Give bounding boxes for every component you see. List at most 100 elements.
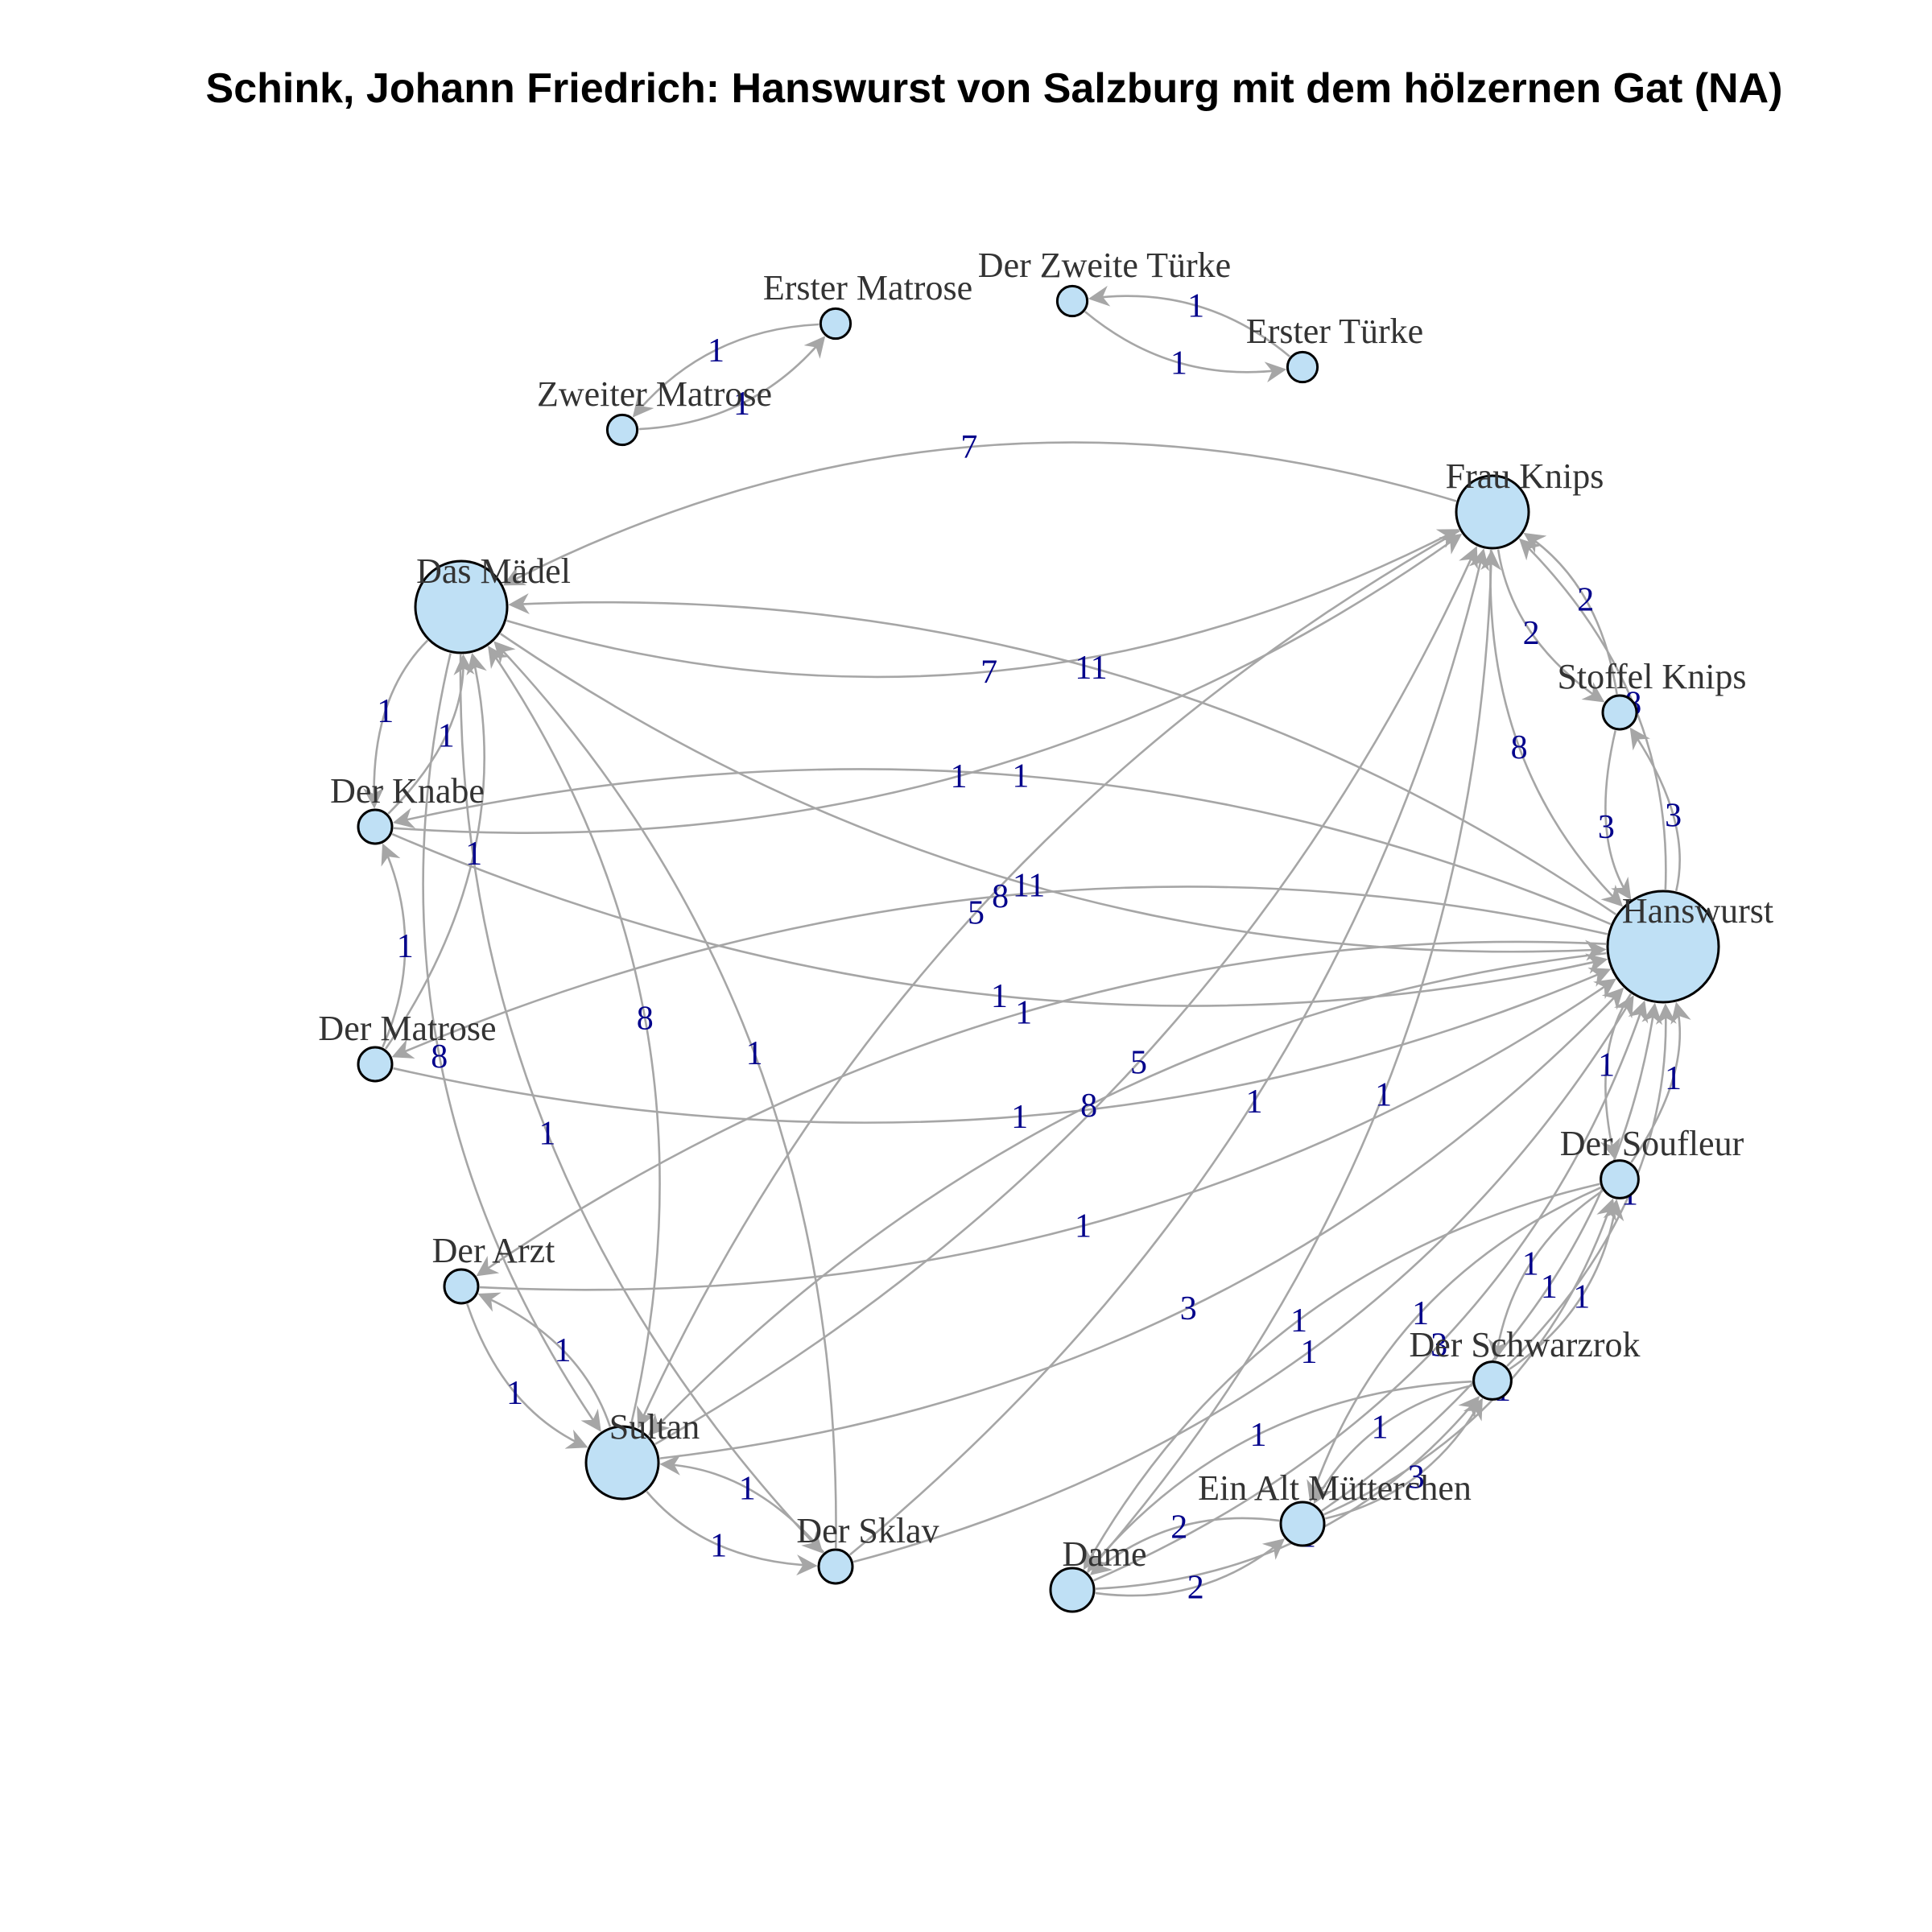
node-stoffel-knips xyxy=(1601,694,1638,731)
edge-das_madel-to-frau_knips xyxy=(506,529,1459,679)
edge-label: 1 xyxy=(377,693,394,730)
edge-label: 1 xyxy=(733,386,750,423)
edge-label: 3 xyxy=(1598,809,1615,846)
edge-label: 1 xyxy=(1012,758,1029,795)
edge-label: 1 xyxy=(739,1470,756,1507)
node-frau-knips xyxy=(1455,474,1530,550)
edge-sultan-to-frau_knips xyxy=(654,546,1478,1445)
edge-label: 7 xyxy=(980,654,997,691)
edge-label: 7 xyxy=(960,429,977,466)
edge-label: 1 xyxy=(438,717,455,754)
node-der-schwarzrok xyxy=(1472,1360,1513,1401)
edge-hanswurst-to-der_matrose xyxy=(391,886,1608,1059)
edge-sultan-to-hanswurst xyxy=(659,987,1624,1459)
edge-der_sklav-to-sultan xyxy=(659,1454,825,1554)
edge-label: 1 xyxy=(1170,345,1187,382)
node-label-ein-alt: Ein Alt Mütterchen xyxy=(1198,1468,1472,1508)
node-label-der-arzt: Der Arzt xyxy=(432,1231,555,1270)
edge-label: 2 xyxy=(1170,1509,1187,1546)
edge-label: 8 xyxy=(637,1001,654,1038)
node-label-das-madel: Das Mädel xyxy=(416,551,571,591)
edge-label: 1 xyxy=(1522,1245,1539,1282)
edge-frau_knips-to-das_madel xyxy=(502,441,1457,586)
edge-label: 1 xyxy=(1301,1334,1318,1371)
node-der-zweite-turke xyxy=(1055,284,1089,318)
edge-der_schwarzrok-to-der_soufleur xyxy=(1509,1199,1624,1370)
edge-zweiter_matrose-to-erster_matrose xyxy=(638,336,826,431)
edge-label: 1 xyxy=(1598,1047,1615,1084)
node-label-zweiter-matrose: Zweiter Matrose xyxy=(537,374,772,414)
edge-label: 1 xyxy=(1075,1208,1092,1245)
node-label-erster-turke: Erster Türke xyxy=(1246,312,1423,351)
edge-das_madel-to-der_knabe xyxy=(363,639,429,809)
edge-label: 1 xyxy=(1573,1279,1590,1316)
node-label-der-soufleur: Der Soufleur xyxy=(1560,1124,1744,1163)
edge-label: 1 xyxy=(710,1527,727,1564)
node-der-matrose xyxy=(357,1046,394,1083)
edge-der_sklav-to-frau_knips xyxy=(848,548,1489,1556)
edge-der_soufleur-to-ein_alt xyxy=(1307,1186,1602,1503)
node-label-der-matrose: Der Matrose xyxy=(318,1009,496,1048)
node-label-sultan: Sultan xyxy=(609,1407,700,1447)
edge-dame-to-hanswurst xyxy=(1093,1000,1649,1582)
edge-label: 2 xyxy=(1577,581,1594,618)
edge-der_arzt-to-sultan xyxy=(466,1303,588,1449)
node-label-frau-knips: Frau Knips xyxy=(1446,456,1604,496)
edge-label: 1 xyxy=(1245,1084,1262,1121)
edge-hanswurst-to-der_arzt xyxy=(476,940,1607,1277)
edge-der_knabe-to-hanswurst xyxy=(391,832,1608,1007)
edge-frau_knips-to-stoffel_knips xyxy=(1496,549,1605,703)
edge-der_matrose-to-der_knabe xyxy=(381,843,407,1048)
edge-label: 1 xyxy=(991,978,1008,1015)
edge-der_schwarzrok-to-ein_alt xyxy=(1313,1384,1473,1505)
edge-der_knabe-to-das_madel xyxy=(387,654,475,815)
edge-label: 1 xyxy=(1290,1302,1307,1340)
edge-label: 5 xyxy=(1130,1045,1147,1082)
edge-label: 3 xyxy=(1408,1459,1425,1496)
edge-das_madel-to-hanswurst xyxy=(500,633,1607,961)
node-label-erster-matrose: Erster Matrose xyxy=(763,268,972,308)
edge-label: 3 xyxy=(1430,1327,1447,1364)
edge-der_soufleur-to-der_schwarzrok xyxy=(1488,1190,1604,1361)
edge-erster_turke-to-der_zweite_turke xyxy=(1088,285,1290,357)
edge-label: 3 xyxy=(1180,1290,1197,1327)
edge-hanswurst-to-sultan xyxy=(648,952,1607,1436)
edge-label: 1 xyxy=(539,1115,555,1152)
edge-label: 1 xyxy=(1375,1077,1392,1114)
edge-label: 1 xyxy=(1665,1060,1682,1097)
edge-der_soufleur-to-dame xyxy=(1083,1183,1600,1571)
edge-label: 1 xyxy=(506,1375,523,1412)
edge-label: 1 xyxy=(397,928,414,965)
node-zweiter-matrose xyxy=(605,413,639,447)
edge-label: 8 xyxy=(1511,729,1528,766)
edge-hanswurst-to-das_madel xyxy=(508,592,1617,916)
node-label-hanswurst: Hanswurst xyxy=(1622,891,1773,931)
node-dame xyxy=(1049,1567,1096,1613)
edge-stoffel_knips-to-hanswurst xyxy=(1604,730,1632,900)
edges-layer xyxy=(363,285,1691,1597)
edge-hanswurst-to-der_knabe xyxy=(392,768,1612,926)
edge-label: 1 xyxy=(1412,1295,1429,1332)
node-der-arzt xyxy=(443,1268,480,1305)
edge-der_soufleur-to-hanswurst xyxy=(1630,1001,1691,1163)
node-der-soufleur xyxy=(1600,1159,1640,1199)
edge-sultan-to-das_madel xyxy=(487,646,661,1426)
edge-label: 1 xyxy=(465,836,482,873)
edge-label: 11 xyxy=(1013,867,1045,904)
node-das-madel xyxy=(414,559,509,654)
edge-das_madel-to-der_sklav xyxy=(459,654,824,1554)
edge-label: 8 xyxy=(1080,1088,1097,1125)
edge-der_sklav-to-das_madel xyxy=(493,641,837,1549)
edge-label: 1 xyxy=(555,1332,572,1369)
node-label-dame: Dame xyxy=(1062,1534,1146,1574)
edge-stoffel_knips-to-frau_knips xyxy=(1523,532,1618,695)
edge-label: 1 xyxy=(1541,1269,1558,1306)
edge-der_matrose-to-hanswurst xyxy=(393,967,1612,1124)
edge-frau_knips-to-hanswurst xyxy=(1489,549,1624,907)
edge-label: 1 xyxy=(951,758,968,795)
edge-label: 1 xyxy=(708,332,724,369)
edge-frau_knips-to-sultan xyxy=(637,530,1460,1429)
edge-der_knabe-to-frau_knips xyxy=(393,533,1463,834)
